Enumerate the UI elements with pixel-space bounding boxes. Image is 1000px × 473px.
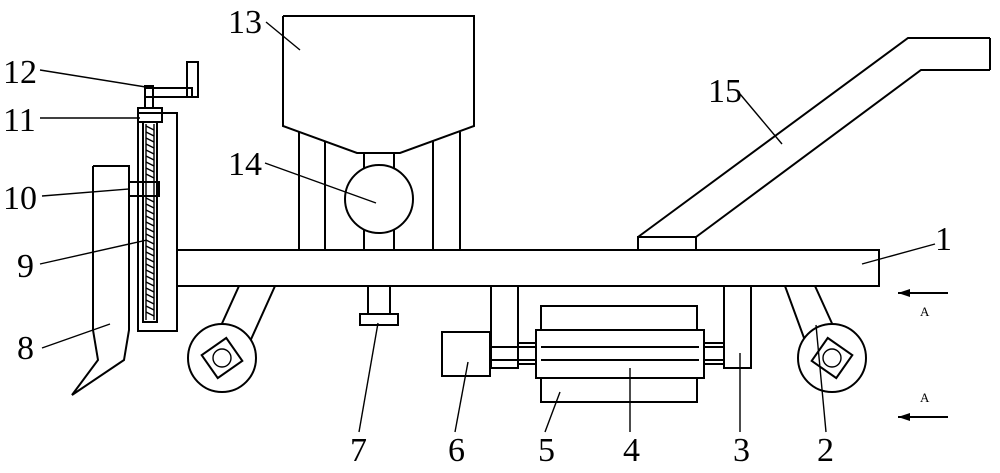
- label-12: 12: [3, 54, 37, 91]
- support-bracket-right: [723, 285, 752, 369]
- label-2: 2: [817, 432, 834, 469]
- label-13: 13: [228, 4, 262, 41]
- support-bracket-left: [490, 285, 519, 369]
- label-14: 14: [228, 146, 262, 183]
- label-4: 4: [623, 432, 640, 469]
- label-7: 7: [350, 432, 367, 469]
- label-3: 3: [733, 432, 750, 469]
- label-10: 10: [3, 180, 37, 217]
- shaft-collars: [517, 342, 725, 365]
- bearing-block: [137, 107, 163, 123]
- seed-hopper: [282, 15, 475, 154]
- lift-frame: [137, 112, 178, 332]
- label-15: 15: [708, 73, 742, 110]
- label-11: 11: [3, 102, 36, 139]
- label-8: 8: [17, 330, 34, 367]
- metering-wheel: [344, 164, 414, 234]
- right-wheel: [783, 285, 867, 393]
- left-wheel: [187, 285, 277, 393]
- label-9: 9: [17, 248, 34, 285]
- seed-outlet: [359, 285, 399, 326]
- furrow-opener: [71, 165, 130, 396]
- label-6: 6: [448, 432, 465, 469]
- leader-lines: [39, 21, 936, 433]
- svg-text:A: A: [920, 390, 930, 405]
- section-arrow-upper: A: [898, 289, 948, 319]
- lead-screw: [145, 124, 155, 320]
- part-labels: 13 12 11 10 9 8 14 15 1 2 3 4 5 6 7: [3, 4, 952, 469]
- frame-beam: [176, 249, 880, 287]
- label-1: 1: [935, 221, 952, 258]
- hand-crank: [144, 61, 199, 109]
- svg-text:A: A: [920, 304, 930, 319]
- roller-drum: [535, 305, 705, 403]
- label-5: 5: [538, 432, 555, 469]
- push-handle: [637, 37, 991, 251]
- section-arrow-lower: A: [898, 390, 948, 421]
